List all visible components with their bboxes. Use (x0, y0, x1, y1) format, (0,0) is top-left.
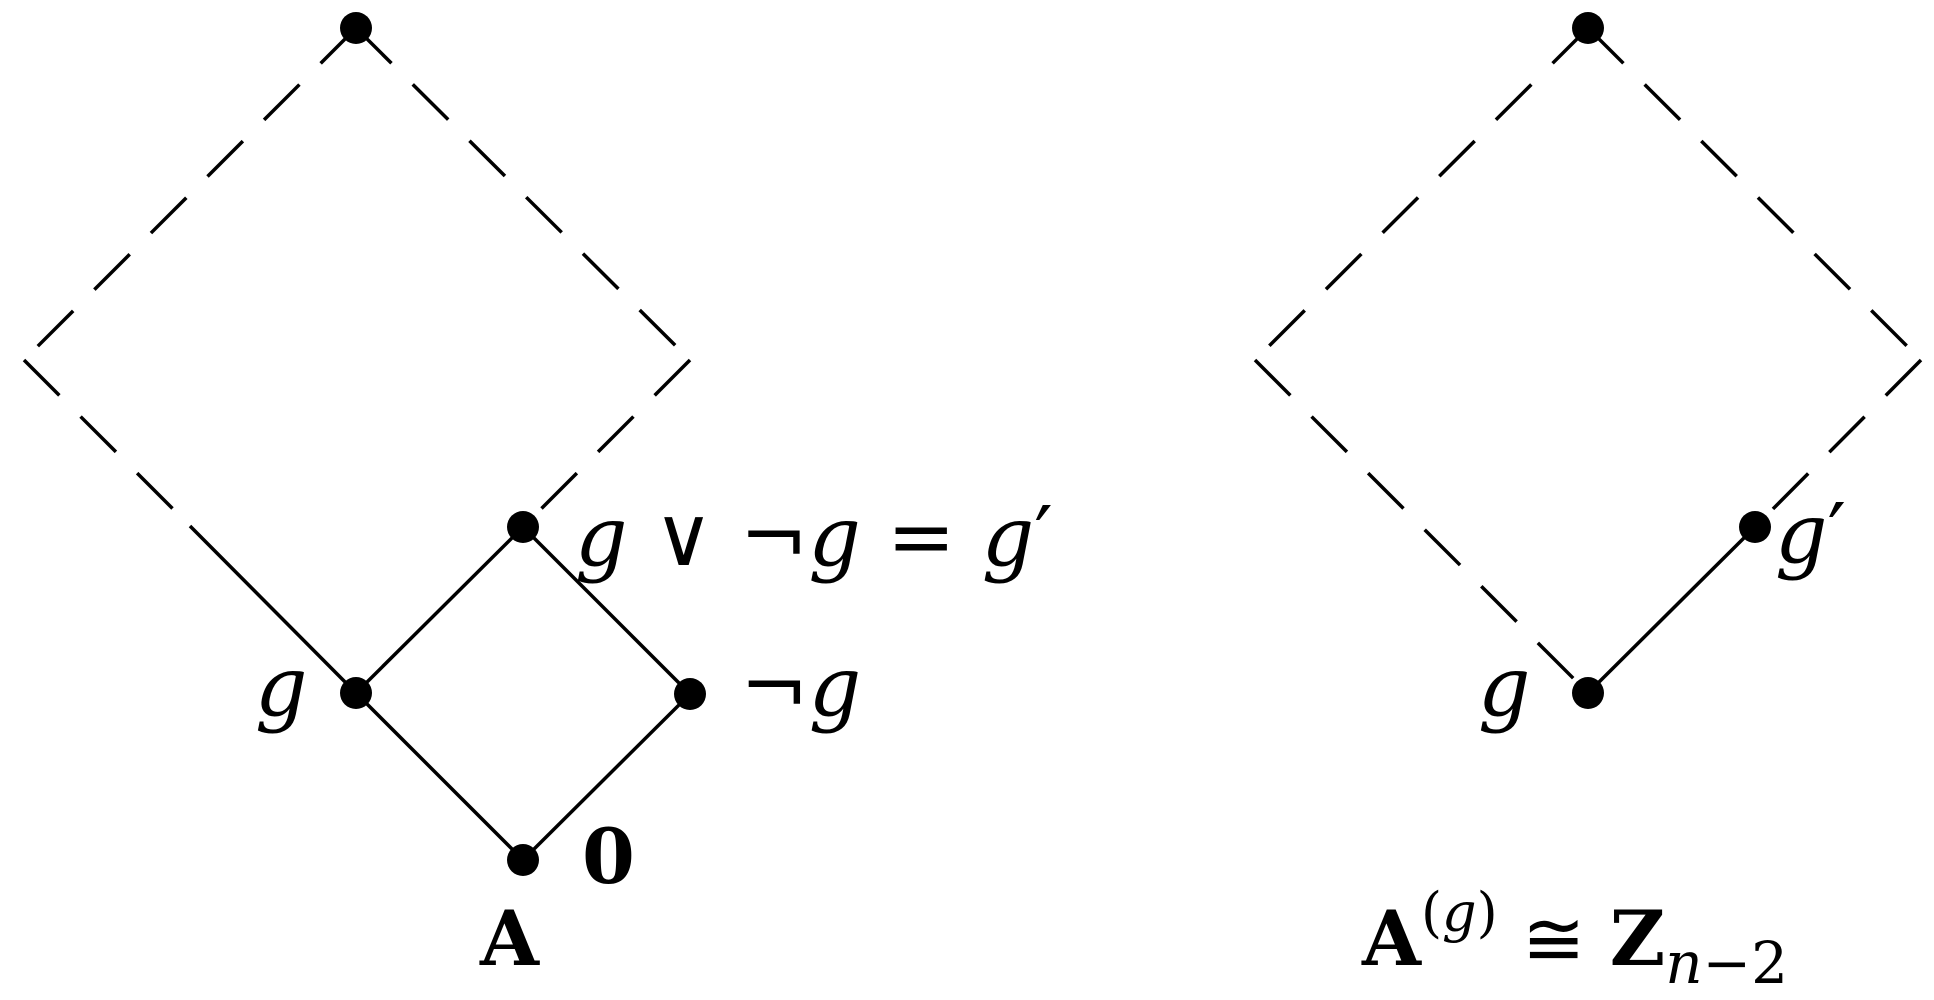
right-top-node (1572, 12, 1604, 44)
left-join-label: g ∨ ¬g = g′ (575, 490, 1053, 585)
right-caption: A(g) ≅ Zn−2 (1361, 881, 1788, 995)
right-dashed-left-lower-edge (1253, 358, 1590, 695)
left-dashed-top-right-edge (354, 26, 692, 362)
left-neg-label: ¬g (740, 640, 861, 735)
left-edge-g-join (354, 525, 525, 695)
left-edge-g-zero (354, 691, 525, 862)
right-g-label: g (1478, 640, 1531, 735)
left-lattice (22, 26, 692, 862)
left-edge-to-g (188, 524, 358, 695)
right-dashed-top-left-edge (1253, 26, 1590, 362)
right-g-node (1572, 677, 1604, 709)
left-edge-neg-zero (521, 692, 692, 862)
left-join-node (507, 511, 539, 543)
left-edge-join-neg (521, 525, 692, 696)
left-g-node (340, 677, 372, 709)
left-nodes (340, 12, 706, 876)
right-dashed-top-right-edge (1586, 26, 1923, 362)
left-dashed-left-lower-edge (22, 358, 192, 528)
left-zero-label: 0 (582, 812, 635, 901)
right-edge-g-gprime (1586, 525, 1757, 695)
left-neg-node (674, 678, 706, 710)
left-caption: A (479, 894, 540, 983)
right-gprime-label: g′ (1775, 487, 1846, 582)
left-dashed-right-lower-edge (521, 358, 692, 529)
right-dashed-right-lower-edge (1753, 358, 1923, 529)
left-g-label: g (255, 640, 308, 735)
right-nodes (1572, 12, 1771, 709)
right-lattice (1253, 26, 1923, 695)
right-gprime-node (1739, 511, 1771, 543)
left-zero-node (507, 844, 539, 876)
left-dashed-top-left-edge (22, 26, 358, 362)
left-top-node (340, 12, 372, 44)
